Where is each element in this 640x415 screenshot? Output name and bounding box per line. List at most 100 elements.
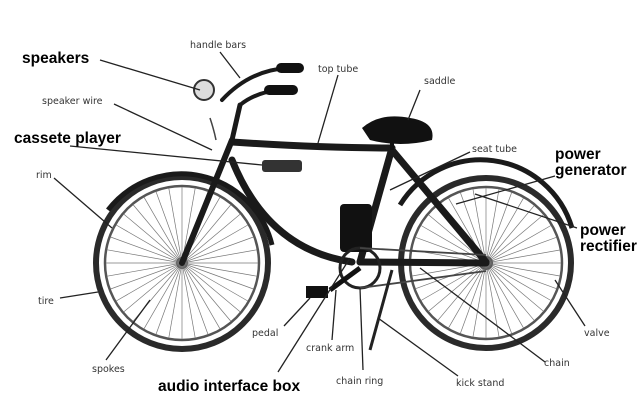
spoke xyxy=(181,262,209,335)
label-saddle: saddle xyxy=(424,76,456,87)
label-top-tube: top tube xyxy=(318,64,359,75)
stem xyxy=(229,102,243,143)
spoke xyxy=(472,189,487,264)
spoke xyxy=(181,262,196,338)
leader-kick-stand xyxy=(377,317,459,377)
leader-speaker-wire xyxy=(113,103,213,151)
label-valve: valve xyxy=(584,328,610,339)
label-power-rectifier-line2: rectifier xyxy=(580,238,637,255)
spoke xyxy=(428,262,487,312)
spoke xyxy=(123,213,183,264)
generator-box xyxy=(340,204,372,252)
label-power-generator-line1: power xyxy=(555,146,601,163)
leader-pedal xyxy=(283,297,311,327)
spoke xyxy=(116,262,183,302)
label-crank-arm: crank arm xyxy=(306,343,355,354)
label-audio-interface-box: audio interface box xyxy=(158,378,301,395)
spoke xyxy=(485,262,557,289)
leader-crank-arm xyxy=(331,289,337,341)
leader-rim xyxy=(53,177,113,229)
leader-chain-ring xyxy=(359,287,364,371)
spoke xyxy=(107,249,183,264)
spoke xyxy=(116,224,183,264)
label-cassete-player: cassete player xyxy=(14,130,121,147)
spoke xyxy=(181,236,254,264)
pedal-shape xyxy=(306,286,328,298)
front-fender xyxy=(106,171,275,246)
spoke xyxy=(485,197,524,264)
leader-power-generator xyxy=(455,175,556,205)
spoke xyxy=(155,191,183,264)
spoke xyxy=(168,188,183,264)
spoke xyxy=(181,224,248,264)
spoke xyxy=(181,262,221,329)
spoke xyxy=(143,197,183,264)
leader-chain xyxy=(419,267,546,363)
front-spokes xyxy=(106,187,258,339)
frame-chain-stay xyxy=(356,258,490,267)
spoke xyxy=(181,262,254,290)
label-seat-tube: seat tube xyxy=(472,144,517,155)
label-kick-stand: kick stand xyxy=(456,378,505,389)
label-chain: chain xyxy=(544,358,570,369)
leader-power-rectifier xyxy=(474,193,578,229)
spoke xyxy=(181,262,241,313)
spoke xyxy=(485,262,560,277)
spoke xyxy=(420,262,487,301)
leader-saddle xyxy=(407,89,421,121)
spoke xyxy=(485,262,512,334)
label-speaker-wire: speaker wire xyxy=(42,96,103,107)
spoke xyxy=(415,237,487,264)
label-chain-ring: chain ring xyxy=(336,376,384,387)
frame-seat-stay xyxy=(388,146,490,266)
label-speakers: speakers xyxy=(22,50,90,67)
front-rim xyxy=(103,184,261,342)
spoke xyxy=(110,262,183,290)
leader-seat-tube xyxy=(389,151,471,191)
spoke xyxy=(485,262,552,301)
spoke xyxy=(485,205,535,264)
label-rim: rim xyxy=(36,170,52,181)
frame-down-tube xyxy=(228,156,356,266)
spoke xyxy=(485,237,557,264)
chain-line xyxy=(359,247,487,289)
leader-speakers xyxy=(99,59,201,91)
leader-handle-bars xyxy=(219,51,241,79)
spoke xyxy=(181,262,248,302)
frame-top-tube xyxy=(228,138,396,152)
label-power-generator-line2: generator xyxy=(555,162,627,179)
spoke xyxy=(181,262,257,277)
label-tire: tire xyxy=(38,296,54,307)
spoke xyxy=(460,262,487,334)
leader-spokes xyxy=(105,299,151,361)
spoke xyxy=(132,204,183,264)
grip-upper xyxy=(276,63,304,73)
leader-top-tube xyxy=(317,74,339,144)
spoke xyxy=(485,262,544,312)
spoke xyxy=(472,262,487,337)
front-tire xyxy=(93,174,271,352)
spoke xyxy=(485,262,524,329)
label-power-rectifier-line1: power xyxy=(580,222,626,239)
spoke xyxy=(110,236,183,264)
spoke xyxy=(107,262,183,277)
spoke xyxy=(420,225,487,264)
spoke xyxy=(181,204,232,264)
spoke xyxy=(460,192,487,264)
spoke xyxy=(448,262,487,329)
spoke xyxy=(181,213,241,264)
spoke xyxy=(181,249,257,264)
leader-valve xyxy=(554,279,586,327)
leader-cassete-player xyxy=(69,145,263,166)
kick-stand-shape xyxy=(368,269,394,351)
spoke xyxy=(155,262,183,335)
frame xyxy=(179,102,490,267)
spoke xyxy=(168,262,183,338)
grip-lower xyxy=(264,85,298,95)
handlebars xyxy=(220,63,304,107)
leader-tire xyxy=(59,291,99,299)
crank xyxy=(328,265,362,293)
spoke xyxy=(485,262,500,337)
